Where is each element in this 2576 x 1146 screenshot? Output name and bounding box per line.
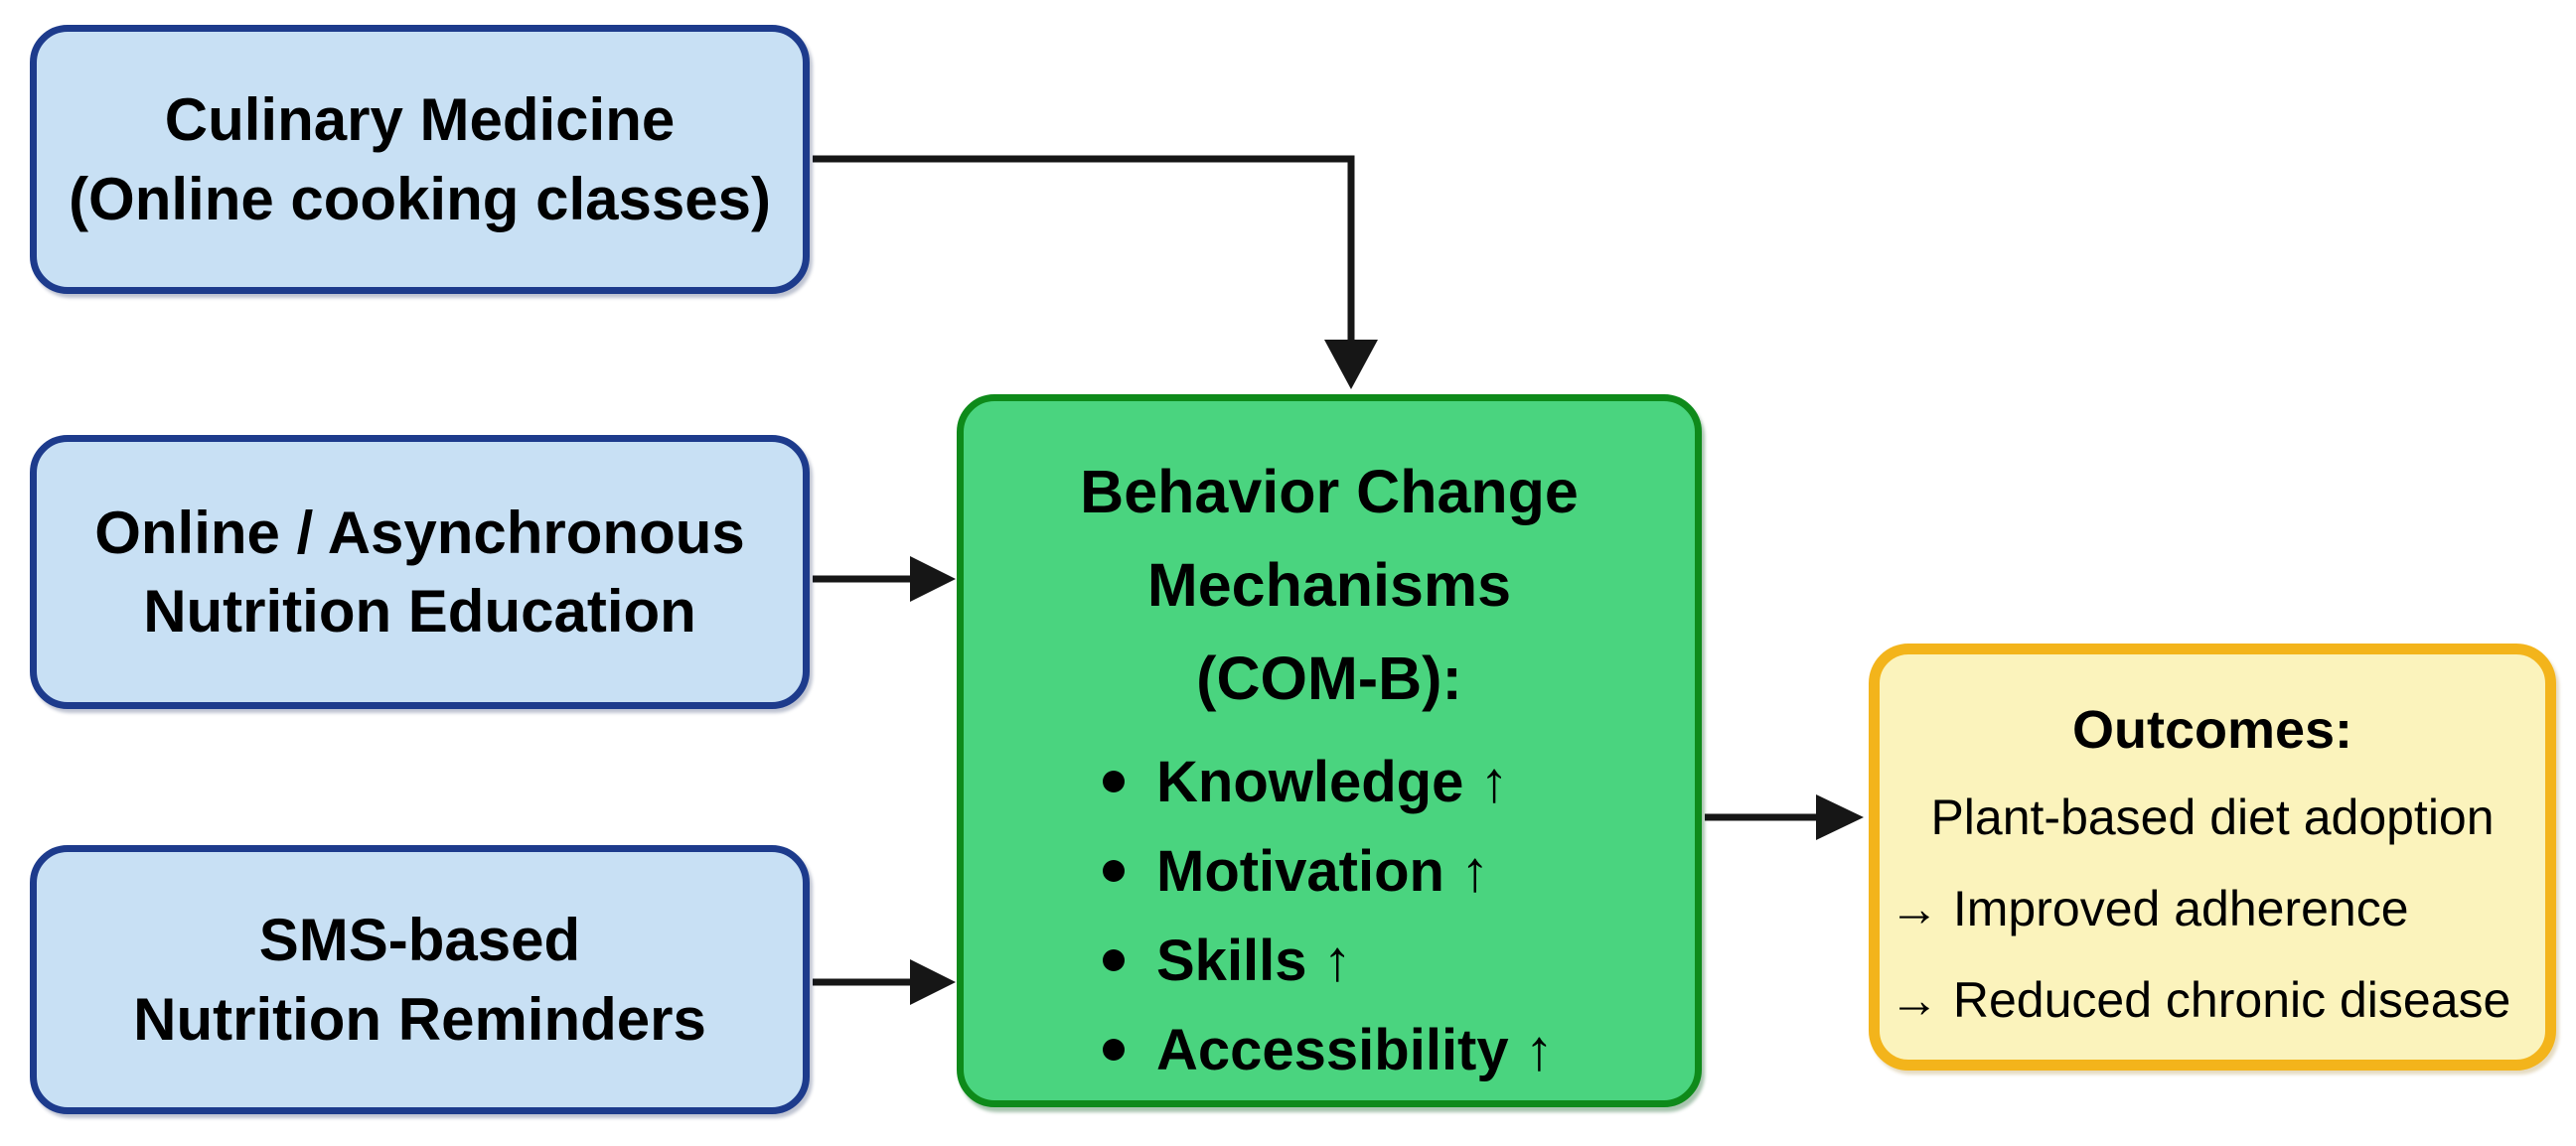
bullet-dot-icon: [1103, 949, 1125, 971]
bullet-label: Knowledge ↑: [1156, 749, 1509, 814]
bullet-dot-icon: [1103, 860, 1125, 882]
bullet-item: Accessibility ↑: [1103, 1005, 1554, 1094]
mechanisms-box: Behavior Change Mechanisms (COM-B): Know…: [957, 394, 1702, 1107]
arrow-right-head-icon: [910, 959, 956, 1005]
bullet-dot-icon: [1103, 771, 1125, 792]
bullet-label: Accessibility ↑: [1156, 1017, 1554, 1082]
arrow-elbow-line: [813, 155, 1355, 342]
bullet-label: Skills ↑: [1156, 928, 1352, 993]
arrow-down-head-icon: [1324, 340, 1378, 389]
mechanisms-title-line: (COM-B):: [1196, 645, 1462, 712]
box-line: Nutrition Reminders: [133, 985, 706, 1053]
bullet-label: Motivation ↑: [1156, 838, 1490, 904]
bullet-item: Motivation ↑: [1103, 826, 1554, 916]
bullet-item: Knowledge ↑: [1103, 737, 1554, 826]
outcome-line: Plant-based diet adoption: [1930, 789, 2495, 845]
arrow-sms-to-mechanisms: [813, 959, 956, 1005]
box-line: SMS-based: [258, 907, 581, 974]
mechanisms-bullet-list: Knowledge ↑ Motivation ↑ Skills ↑ Access…: [1103, 737, 1554, 1094]
input-box-sms-reminders: SMS-based Nutrition Reminders: [30, 845, 810, 1114]
box-line: (Online cooking classes): [69, 165, 771, 232]
box-line: Nutrition Education: [143, 578, 696, 645]
outcomes-title: Outcomes:: [2071, 700, 2353, 760]
outcome-line: → Reduced chronic disease: [1890, 972, 2511, 1028]
mechanisms-title: Behavior Change Mechanisms (COM-B):: [1080, 445, 1579, 725]
arrow-education-to-mechanisms: [813, 556, 956, 602]
box-line: Culinary Medicine: [164, 86, 676, 154]
input-box-culinary-medicine: Culinary Medicine (Online cooking classe…: [30, 25, 810, 294]
outcomes-box: Outcomes: Plant-based diet adoption → Im…: [1869, 644, 2556, 1071]
mechanisms-title-line: Mechanisms: [1146, 551, 1512, 619]
outcome-line: → Improved adherence: [1890, 881, 2409, 936]
bullet-item: Skills ↑: [1103, 916, 1554, 1005]
arrow-right-head-icon: [910, 556, 956, 602]
arrow-right-head-icon: [1816, 794, 1864, 840]
mechanisms-title-line: Behavior Change: [1080, 458, 1579, 525]
arrow-culinary-to-mechanisms: [813, 155, 1378, 389]
bullet-dot-icon: [1103, 1039, 1125, 1061]
box-line: Online / Asynchronous: [94, 499, 745, 566]
input-box-nutrition-education: Online / Asynchronous Nutrition Educatio…: [30, 435, 810, 709]
arrow-mechanisms-to-outcomes: [1705, 794, 1864, 840]
